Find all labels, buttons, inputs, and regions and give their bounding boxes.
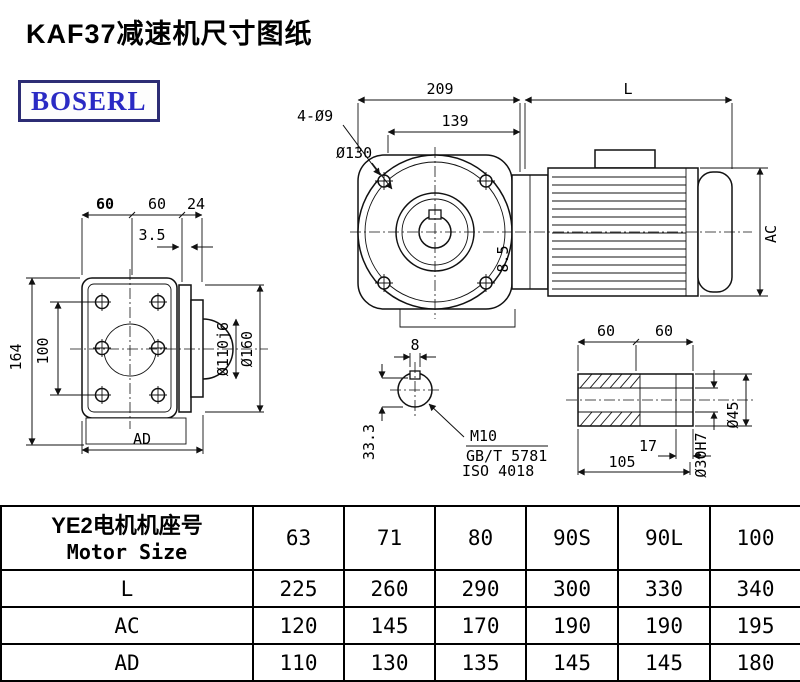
dim-8-label: 8 <box>410 336 419 354</box>
value-cell: 135 <box>434 643 527 682</box>
value-cell: 180 <box>709 643 800 682</box>
dim-105-label: 105 <box>608 453 635 471</box>
motor-size-cn: YE2电机机座号 <box>51 513 203 538</box>
motor-fins <box>552 176 686 290</box>
motor-dimension-table: YE2电机机座号 Motor Size 63 71 80 90S 90L 100… <box>0 505 800 682</box>
value-cell: 190 <box>617 606 711 645</box>
dim-d160-label: Ø160 <box>238 331 256 367</box>
row-AC-label: AC <box>0 606 254 645</box>
table-row-AC: AC 120 145 170 190 190 195 <box>0 606 800 645</box>
value-cell: 145 <box>525 643 619 682</box>
dim-60a-label: 60 <box>96 195 114 213</box>
side-centerlines <box>70 269 268 429</box>
note-iso-label: ISO 4018 <box>462 462 534 480</box>
dim-d30-label: Ø30H7 <box>692 432 710 477</box>
row-AD-label: AD <box>0 643 254 682</box>
dim-4xd9-label: 4-Ø9 <box>297 107 333 125</box>
dim-L-label: L <box>623 80 632 98</box>
dim-33-3-label: 33.3 <box>360 424 378 460</box>
value-cell: 170 <box>434 606 527 645</box>
size-63-cell: 63 <box>252 505 345 571</box>
value-cell: 300 <box>525 569 619 608</box>
dim-8-5-label: 8.5 <box>494 245 512 272</box>
note-gbt-label: GB/T 5781 <box>466 447 547 465</box>
housing-bottom-outline <box>399 309 516 328</box>
size-100-cell: 100 <box>709 505 800 571</box>
motor-view <box>511 149 752 297</box>
shaft-side-view: 60 60 17 105 Ø30H7 Ø45 <box>566 322 756 478</box>
dim-17-label: 17 <box>639 437 657 455</box>
dim-AC-label: AC <box>762 225 780 243</box>
value-cell: 260 <box>343 569 436 608</box>
boserl-logo: BOSERL <box>18 80 160 122</box>
front-centerlines <box>350 147 524 319</box>
gearbox-foot <box>85 417 187 445</box>
size-71-cell: 71 <box>343 505 436 571</box>
top-dimensions: 209 L 139 4-Ø9 Ø130 AC 8.5 <box>297 80 780 297</box>
output-side-view <box>70 269 268 445</box>
table-row-AD: AD 110 130 135 145 145 180 <box>0 643 800 682</box>
shaft-hatching <box>579 373 641 427</box>
dim-d45-label: Ø45 <box>724 401 742 428</box>
value-cell: 290 <box>434 569 527 608</box>
dim-164-label: 164 <box>7 343 25 370</box>
size-80-cell: 80 <box>434 505 527 571</box>
size-90s-cell: 90S <box>525 505 619 571</box>
value-cell: 130 <box>343 643 436 682</box>
value-cell: 145 <box>343 606 436 645</box>
size-90l-cell: 90L <box>617 505 711 571</box>
dim-60d-label: 60 <box>655 322 673 340</box>
cover-bolt-holes <box>93 293 167 404</box>
value-cell: 120 <box>252 606 345 645</box>
dim-60b-label: 60 <box>148 195 166 213</box>
table-row-L: L 225 260 290 300 330 340 <box>0 569 800 608</box>
spigot-side <box>190 299 204 398</box>
table-header-row: YE2电机机座号 Motor Size 63 71 80 90S 90L 100 <box>0 505 800 571</box>
technical-drawing: 209 L 139 4-Ø9 Ø130 AC 8.5 <box>7 80 780 480</box>
left-dimensions: 60 60 24 3.5 164 100 Ø110j6 Ø160 AD <box>7 195 264 454</box>
shaft-end-centerlines <box>390 362 440 419</box>
page-title: KAF37减速机尺寸图纸 <box>26 19 313 49</box>
value-cell: 145 <box>617 643 711 682</box>
motor-size-header-cell: YE2电机机座号 Motor Size <box>0 505 254 571</box>
value-cell: 330 <box>617 569 711 608</box>
flange-plate-side <box>178 284 192 413</box>
row-L-label: L <box>0 569 254 608</box>
front-flange-view <box>350 147 524 328</box>
value-cell: 195 <box>709 606 800 645</box>
dim-3-5-label: 3.5 <box>138 226 165 244</box>
dim-100-label: 100 <box>34 337 52 364</box>
dim-209-label: 209 <box>426 80 453 98</box>
dim-d110-label: Ø110j6 <box>214 322 232 376</box>
value-cell: 225 <box>252 569 345 608</box>
dim-AD-label: AD <box>133 430 151 448</box>
dim-139-label: 139 <box>441 112 468 130</box>
value-cell: 340 <box>709 569 800 608</box>
dim-24-label: 24 <box>187 195 205 213</box>
dim-60c-label: 60 <box>597 322 615 340</box>
value-cell: 110 <box>252 643 345 682</box>
note-m10-label: M10 <box>470 427 497 445</box>
terminal-box <box>594 149 656 169</box>
motor-size-en: Motor Size <box>66 540 188 564</box>
value-cell: 190 <box>525 606 619 645</box>
dim-d130-label: Ø130 <box>336 144 372 162</box>
shaft-end-view: 8 33.3 M10 GB/T 5781 ISO 4018 <box>360 336 548 480</box>
